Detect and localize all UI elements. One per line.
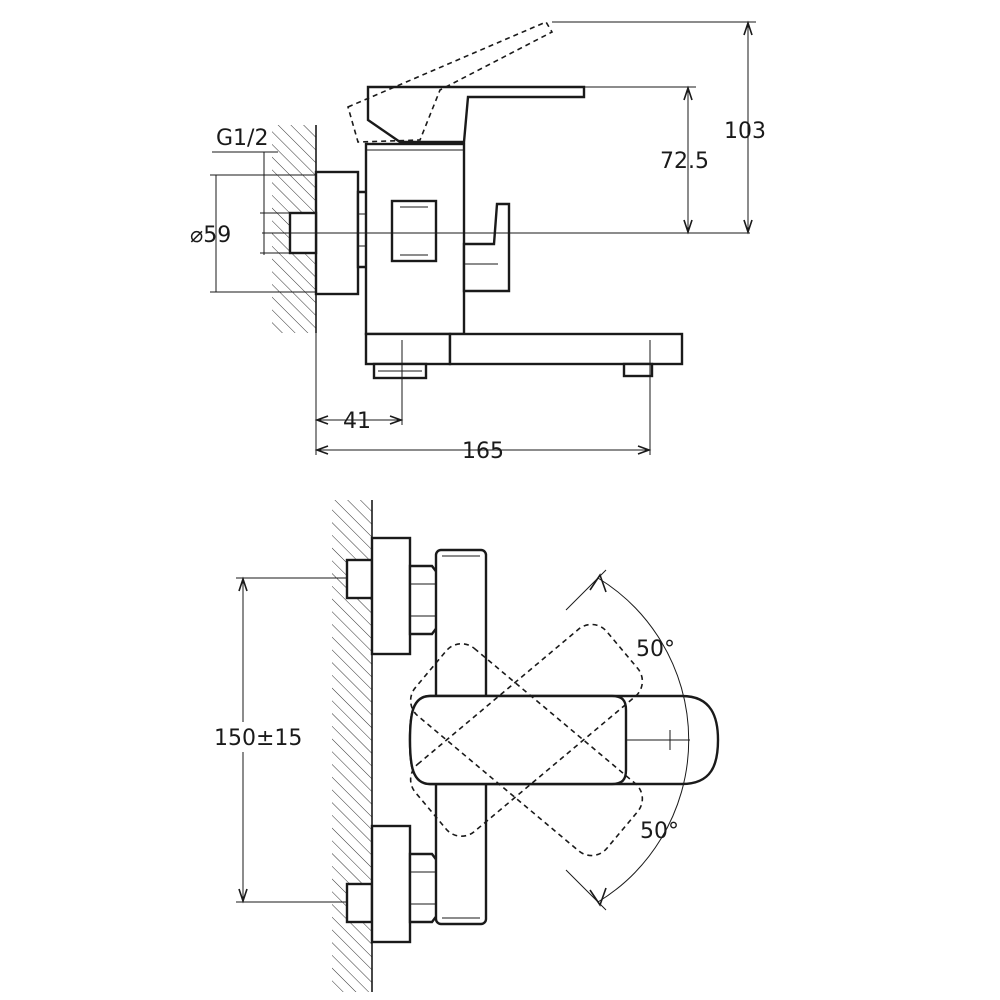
dim-inlet-spacing: 150±15 — [214, 726, 302, 751]
aerator-side — [622, 362, 654, 378]
dim-total-height: 103 — [724, 119, 766, 144]
hex-nut-upper — [408, 564, 440, 636]
escutcheon-upper — [370, 536, 412, 656]
rotation-arc — [597, 577, 690, 903]
diverter-lever — [462, 202, 511, 293]
spout-side — [448, 332, 684, 366]
dim-thread: G1/2 — [216, 126, 268, 151]
hex-nut-lower — [408, 852, 440, 924]
handle-rotated-upper — [409, 623, 644, 838]
angle-upper: 50° — [636, 637, 675, 662]
side-view: G1/2 ⌀59 72.5 103 41 165 — [190, 20, 766, 464]
dim-handle-height: 72.5 — [660, 149, 709, 174]
escutcheon-lower — [370, 824, 412, 944]
connector-block — [390, 199, 438, 263]
handle-raised-dashed — [347, 20, 554, 143]
handle-side — [366, 85, 586, 144]
angle-lower: 50° — [640, 819, 679, 844]
inlet-pipe-upper — [345, 558, 374, 600]
dim-diameter: ⌀59 — [190, 223, 231, 248]
handle-top — [408, 694, 628, 786]
dim-inlet-offset: 41 — [343, 409, 371, 434]
top-view: 50° 50° 150±15 — [212, 500, 720, 992]
spout-base — [364, 332, 452, 366]
inlet-pipe-lower — [345, 882, 374, 924]
dim-spout-reach: 165 — [462, 439, 504, 464]
handle-rotated-lower — [409, 642, 644, 857]
